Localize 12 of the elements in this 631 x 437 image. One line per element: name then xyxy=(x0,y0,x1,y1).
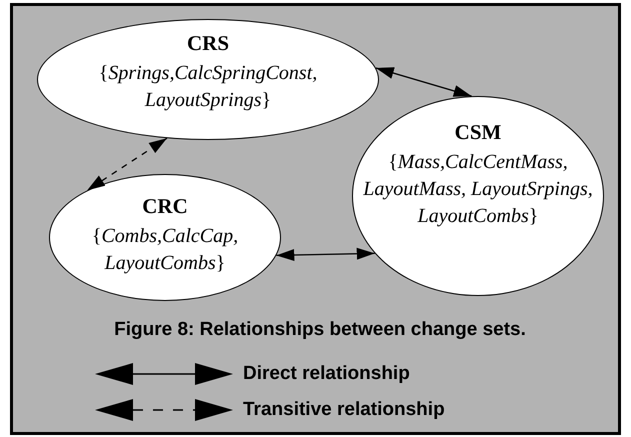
relationship-arrow xyxy=(276,248,375,262)
set-members: {Combs,CalcCap, LayoutCombs} xyxy=(90,224,240,276)
legend-label: Transitive relationship xyxy=(243,398,445,422)
set-members: {Mass,CalcCentMass, LayoutMass, LayoutSrpings, LayoutCombs} xyxy=(362,150,594,229)
set-name: CRS xyxy=(186,30,229,56)
relationship-arrow xyxy=(376,67,472,97)
set-name: CRC xyxy=(142,193,188,219)
legend-label: Direct relationship xyxy=(243,362,410,386)
set-members: {Springs,CalcSpringConst, LayoutSprings} xyxy=(98,61,318,113)
relationship-arrow xyxy=(86,138,168,191)
set-name: CSM xyxy=(454,119,502,145)
figure-caption: Figure 8: Relationships between change sets. xyxy=(113,318,527,342)
